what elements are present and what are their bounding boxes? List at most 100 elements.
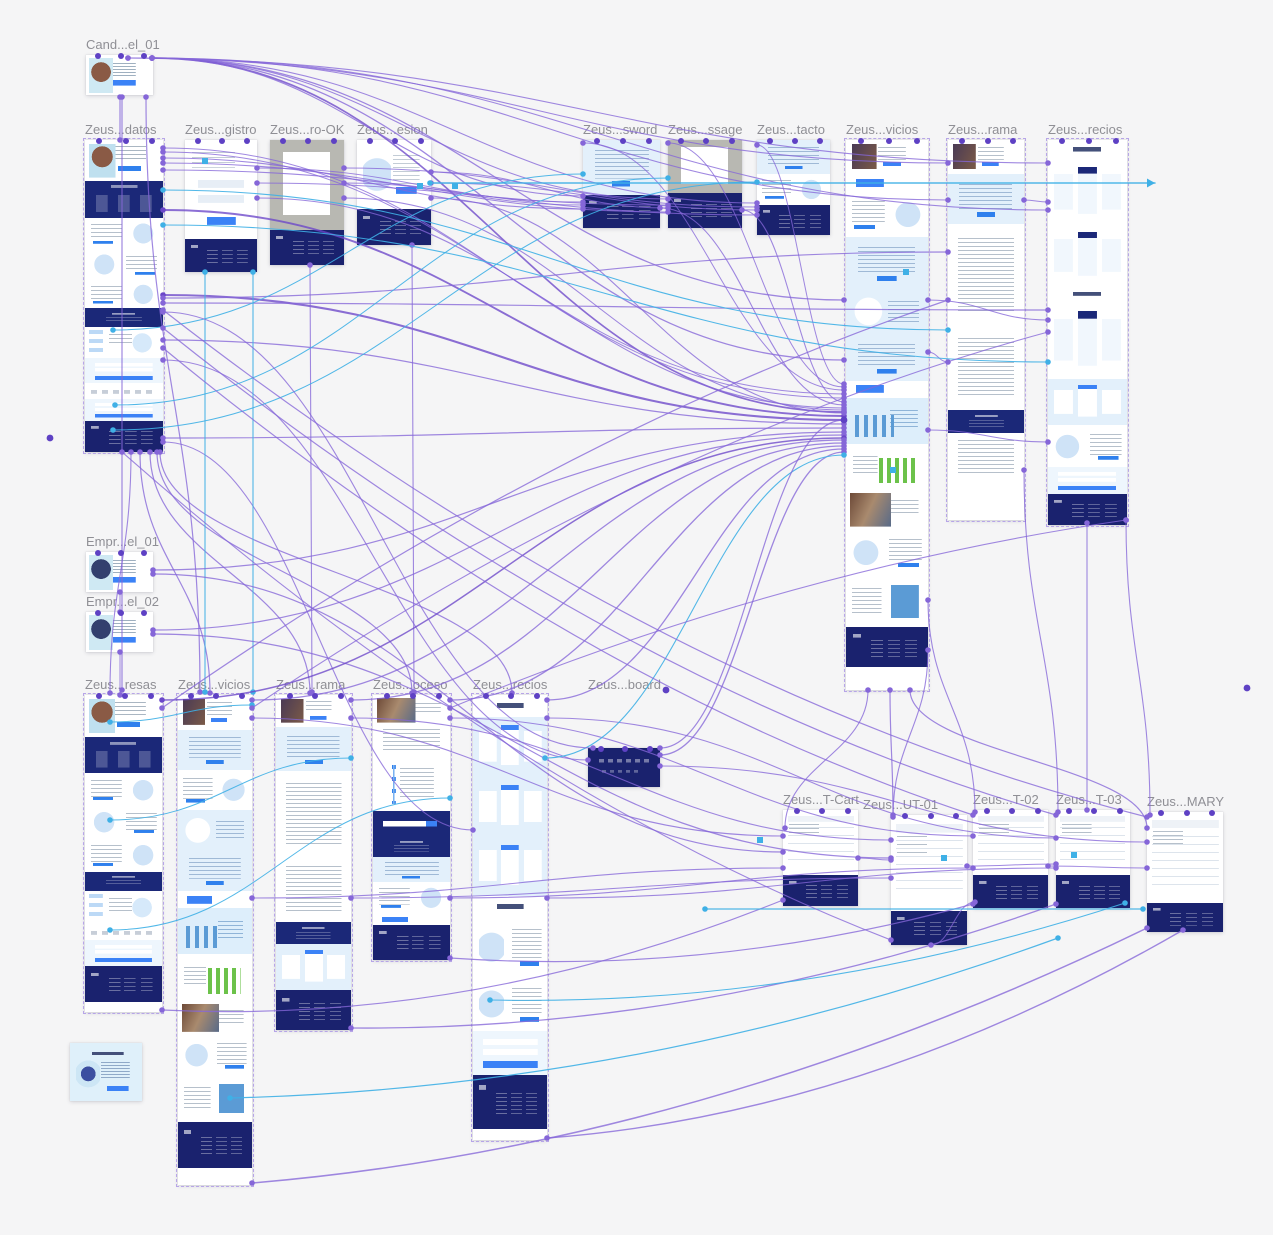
flow-connector[interactable] (251, 867, 784, 899)
flow-connector[interactable] (449, 445, 845, 701)
frame-label[interactable]: Zeus...tacto (757, 122, 825, 137)
connection-handle[interactable] (845, 808, 851, 814)
flow-connector[interactable] (109, 797, 451, 931)
flow-connector[interactable] (145, 96, 201, 693)
connection-handle[interactable] (118, 610, 124, 616)
connection-handle[interactable] (436, 693, 442, 699)
frame-label[interactable]: Zeus...gistro (185, 122, 257, 137)
flow-connector[interactable] (162, 209, 845, 417)
frame-label[interactable]: Zeus...T-Cart (783, 792, 859, 807)
flow-connector[interactable] (430, 182, 758, 211)
connection-handle[interactable] (792, 138, 798, 144)
flow-connector[interactable] (659, 451, 845, 756)
connection-handle[interactable] (819, 808, 825, 814)
hotspot-handle[interactable] (202, 158, 208, 164)
connection-handle[interactable] (141, 610, 147, 616)
flow-connector[interactable] (449, 717, 974, 837)
connection-handle[interactable] (534, 693, 540, 699)
frame-label[interactable]: Zeus...ssage (668, 122, 743, 137)
flow-connector[interactable] (162, 151, 845, 395)
flow-connector[interactable] (350, 717, 892, 841)
flow-connector[interactable] (162, 427, 845, 439)
connection-handle[interactable] (305, 138, 311, 144)
connection-handle[interactable] (1059, 138, 1065, 144)
flow-connector[interactable] (109, 757, 352, 821)
flow-connector[interactable] (162, 441, 474, 831)
flow-connector[interactable] (930, 901, 976, 946)
connection-handle[interactable] (914, 138, 920, 144)
frame-zeus-oceso[interactable] (371, 693, 452, 962)
connection-handle[interactable] (953, 813, 959, 819)
flow-connector[interactable] (127, 57, 949, 164)
flow-connector[interactable] (927, 599, 976, 813)
flow-connector[interactable] (151, 57, 584, 197)
flow-connector[interactable] (251, 331, 1049, 709)
frame-zeus-mary[interactable] (1147, 812, 1223, 932)
hotspot-handle[interactable] (890, 467, 896, 473)
flow-connector[interactable] (112, 173, 584, 331)
flow-connector[interactable] (162, 311, 594, 749)
connection-handle[interactable] (244, 138, 250, 144)
frame-zeus-rama-a[interactable] (946, 138, 1026, 522)
frame-label[interactable]: Zeus...datos (85, 122, 157, 137)
connection-handle[interactable] (95, 550, 101, 556)
connection-handle[interactable] (213, 693, 219, 699)
connection-handle[interactable] (622, 746, 628, 752)
connection-handle[interactable] (959, 138, 965, 144)
flow-connector[interactable] (151, 57, 1049, 211)
frame-empr-el-02[interactable] (86, 612, 153, 652)
connection-handle[interactable] (367, 138, 373, 144)
connection-handle[interactable] (678, 138, 684, 144)
connection-handle[interactable] (410, 693, 416, 699)
flow-connector[interactable] (161, 299, 949, 709)
frame-zeus-t-03[interactable] (1056, 810, 1130, 908)
connection-handle[interactable] (1209, 810, 1215, 816)
flow-connector[interactable] (159, 451, 513, 694)
flow-connector[interactable] (162, 224, 1049, 363)
connection-handle[interactable] (1010, 138, 1016, 144)
flow-connector[interactable] (161, 293, 846, 422)
flow-connector[interactable] (112, 181, 758, 431)
connection-handle[interactable] (195, 138, 201, 144)
connection-handle[interactable] (1158, 810, 1164, 816)
flow-connector[interactable] (152, 573, 784, 853)
flow-connector[interactable] (343, 197, 845, 411)
flow-connector[interactable] (309, 264, 313, 693)
flow-connector[interactable] (109, 704, 253, 723)
connection-handle[interactable] (95, 610, 101, 616)
connection-handle[interactable] (1113, 138, 1119, 144)
flow-connector[interactable] (546, 929, 1184, 1139)
flow-connector[interactable] (966, 863, 1057, 867)
frame-label[interactable]: Zeus...resas (85, 677, 157, 692)
flow-connector[interactable] (659, 207, 845, 406)
connection-handle[interactable] (858, 138, 864, 144)
frame-label[interactable]: Zeus...vicios (178, 677, 251, 692)
connection-handle[interactable] (985, 138, 991, 144)
connection-handle[interactable] (287, 693, 293, 699)
flow-connector[interactable] (162, 309, 1148, 818)
connection-handle[interactable] (95, 53, 101, 59)
flow-connector[interactable] (741, 209, 845, 403)
flow-connector[interactable] (857, 857, 892, 861)
connection-handle[interactable] (767, 138, 773, 144)
flow-connector[interactable] (343, 167, 758, 208)
flow-connector[interactable] (927, 429, 1049, 443)
flow-connector[interactable] (1047, 865, 1148, 869)
connection-handle[interactable] (1035, 808, 1041, 814)
connection-handle[interactable] (598, 746, 604, 752)
connection-handle[interactable] (280, 138, 286, 144)
connector-endpoint[interactable] (1243, 684, 1251, 692)
connection-handle[interactable] (594, 138, 600, 144)
connection-handle[interactable] (483, 693, 489, 699)
flow-connector[interactable] (1125, 519, 1151, 816)
connection-handle[interactable] (123, 138, 129, 144)
connector-endpoint[interactable] (662, 686, 670, 694)
connection-handle[interactable] (647, 746, 653, 752)
flow-connector[interactable] (659, 419, 845, 749)
frame-accred-card[interactable] (70, 1043, 142, 1101)
flow-connector[interactable] (127, 57, 1049, 164)
flow-connector[interactable] (251, 717, 784, 837)
flow-connector[interactable] (784, 689, 869, 829)
flow-connector[interactable] (927, 351, 949, 363)
connection-handle[interactable] (219, 138, 225, 144)
